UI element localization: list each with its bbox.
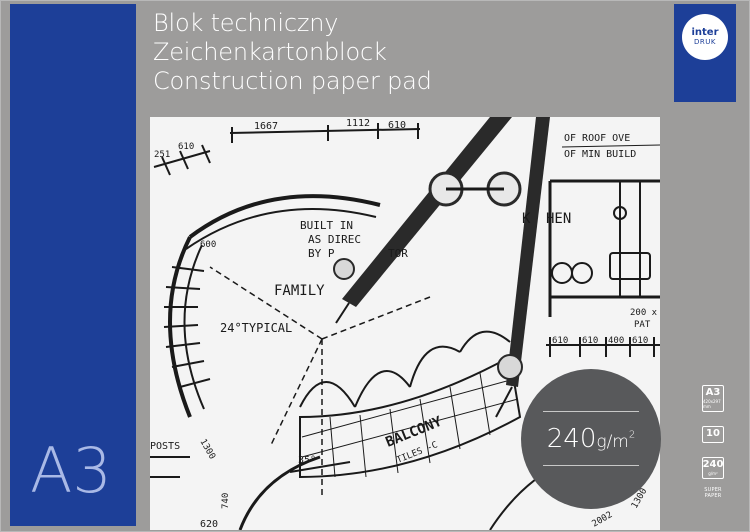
angle-label: 35° xyxy=(298,455,316,466)
dim-label: 610 xyxy=(178,142,194,152)
contractor-tail-label: TOR xyxy=(388,247,408,260)
typical-label: 24°TYPICAL xyxy=(220,321,292,335)
dim-label: 2002 xyxy=(591,510,615,530)
format-label: A3 xyxy=(30,434,112,507)
dim-label: 740 xyxy=(221,493,231,509)
brand-logo: inter DRUK xyxy=(682,14,728,60)
posts-label: POSTS xyxy=(150,441,180,452)
dim-label: 251 xyxy=(154,150,170,160)
weight-unit: g/m xyxy=(596,432,629,452)
kitchen-label-k: K xyxy=(522,211,531,227)
brand-logo-word: inter xyxy=(691,27,719,38)
badge-rule-bottom xyxy=(543,465,639,466)
brand-logo-subword: DRUK xyxy=(694,38,716,46)
family-label: FAMILY xyxy=(274,283,325,299)
spec-size-box: A3 420x297 mm xyxy=(702,385,724,412)
weight-number: 240 xyxy=(546,424,597,454)
by-contractor-label: BY P xyxy=(308,247,335,260)
title-german: Zeichenkartonblock xyxy=(153,38,387,66)
spec-weight-box: 240 g/m² xyxy=(702,457,724,479)
dim-label: 600 xyxy=(200,240,216,250)
spec-weight: 240 xyxy=(702,459,724,470)
dim-label: 620 xyxy=(200,519,218,530)
dim-label: 1112 xyxy=(346,118,370,129)
spec-size-detail: 420x297 mm xyxy=(703,399,721,409)
roof-note: OF ROOF OVE xyxy=(564,133,630,144)
built-in-label: BUILT IN xyxy=(300,219,353,232)
pat-label-2: PAT xyxy=(634,320,651,330)
spec-size: A3 xyxy=(705,387,721,398)
as-directed-label: AS DIREC xyxy=(308,233,361,246)
dim-label: 400 xyxy=(608,336,624,346)
brand-logo-box: inter DRUK xyxy=(674,4,736,102)
spec-weight-unit: g/m² xyxy=(708,471,718,476)
weight-badge: 240g/m2 xyxy=(521,369,661,509)
dim-label: 1667 xyxy=(254,121,278,132)
spec-sheets-box: 10 xyxy=(702,426,724,443)
title-block: Blok techniczny Zeichenkartonblock Const… xyxy=(153,9,432,96)
dim-label: 610 xyxy=(388,120,406,131)
title-english: Construction paper pad xyxy=(153,67,432,95)
spec-sheets: 10 xyxy=(706,428,720,439)
kitchen-label: HEN xyxy=(546,211,571,227)
dim-label: 610 xyxy=(582,336,598,346)
spec-quality: SUPER PAPER xyxy=(704,487,722,499)
build-note: OF MIN BUILD xyxy=(564,149,636,160)
spec-column: A3 420x297 mm 10 240 g/m² SUPER PAPER xyxy=(698,385,728,499)
weight-exponent: 2 xyxy=(628,429,636,441)
blueprint-illustration: 1667 1112 610 251 610 600 BUILT IN AS DI… xyxy=(150,117,660,530)
dim-label: 610 xyxy=(632,336,648,346)
title-polish: Blok techniczny xyxy=(153,9,339,37)
blue-side-strip xyxy=(10,4,136,526)
pat-label: 200 x xyxy=(630,308,658,318)
weight-value: 240g/m2 xyxy=(547,424,636,454)
dim-label: 1300 xyxy=(197,438,217,462)
dim-label: 610 xyxy=(552,336,568,346)
badge-rule-top xyxy=(543,411,639,412)
